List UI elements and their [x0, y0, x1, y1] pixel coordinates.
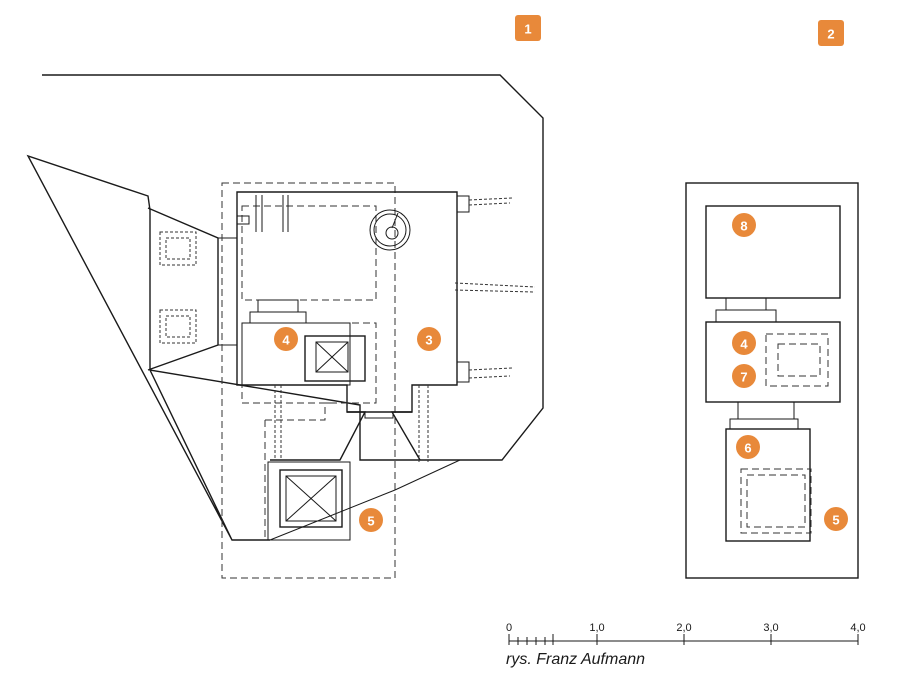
svg-text:4: 4: [740, 337, 748, 352]
panel-badge-1-label: 1: [524, 22, 531, 37]
pillar-base-upper: [159, 231, 197, 266]
scale-tick-3: 3,0: [763, 622, 778, 634]
marker-right-7: 7: [732, 364, 756, 388]
svg-text:8: 8: [740, 219, 747, 234]
panel-badge-2-label: 2: [827, 27, 834, 42]
svg-text:7: 7: [740, 370, 747, 385]
marker-right-6: 6: [736, 435, 760, 459]
svg-text:5: 5: [367, 514, 374, 529]
scale-bar: 0 1,0 2,0 3,0 4,0: [506, 622, 866, 645]
panel-badge-2: 2: [818, 20, 844, 46]
marker-left-4: 4: [274, 327, 298, 351]
svg-text:6: 6: [744, 441, 751, 456]
right-plan: [685, 182, 859, 579]
tower-crossed: [279, 469, 343, 528]
marker-right-8: 8: [732, 213, 756, 237]
well-circle: [369, 209, 411, 251]
svg-text:4: 4: [282, 333, 290, 348]
foundation-outline: [221, 182, 396, 579]
main-building: [236, 191, 458, 413]
panel-badge-1: 1: [515, 15, 541, 41]
svg-text:5: 5: [832, 513, 839, 528]
scale-tick-4: 4,0: [850, 622, 865, 634]
site-outline: [26, 74, 544, 541]
west-wing: [147, 207, 219, 371]
right-frame: [685, 182, 859, 579]
left-plan: [26, 74, 544, 579]
marker-left-5: 5: [359, 508, 383, 532]
drawing-credit: rys. Franz Aufmann: [506, 651, 645, 668]
chamber-crossed: [304, 335, 366, 382]
marker-right-4: 4: [732, 331, 756, 355]
scale-tick-1: 1,0: [589, 622, 604, 634]
scale-tick-2: 2,0: [676, 622, 691, 634]
marker-right-5: 5: [824, 507, 848, 531]
scale-tick-0: 0: [506, 622, 512, 634]
svg-text:3: 3: [425, 333, 432, 348]
marker-left-3: 3: [417, 327, 441, 351]
pillar-base-lower: [159, 309, 197, 344]
